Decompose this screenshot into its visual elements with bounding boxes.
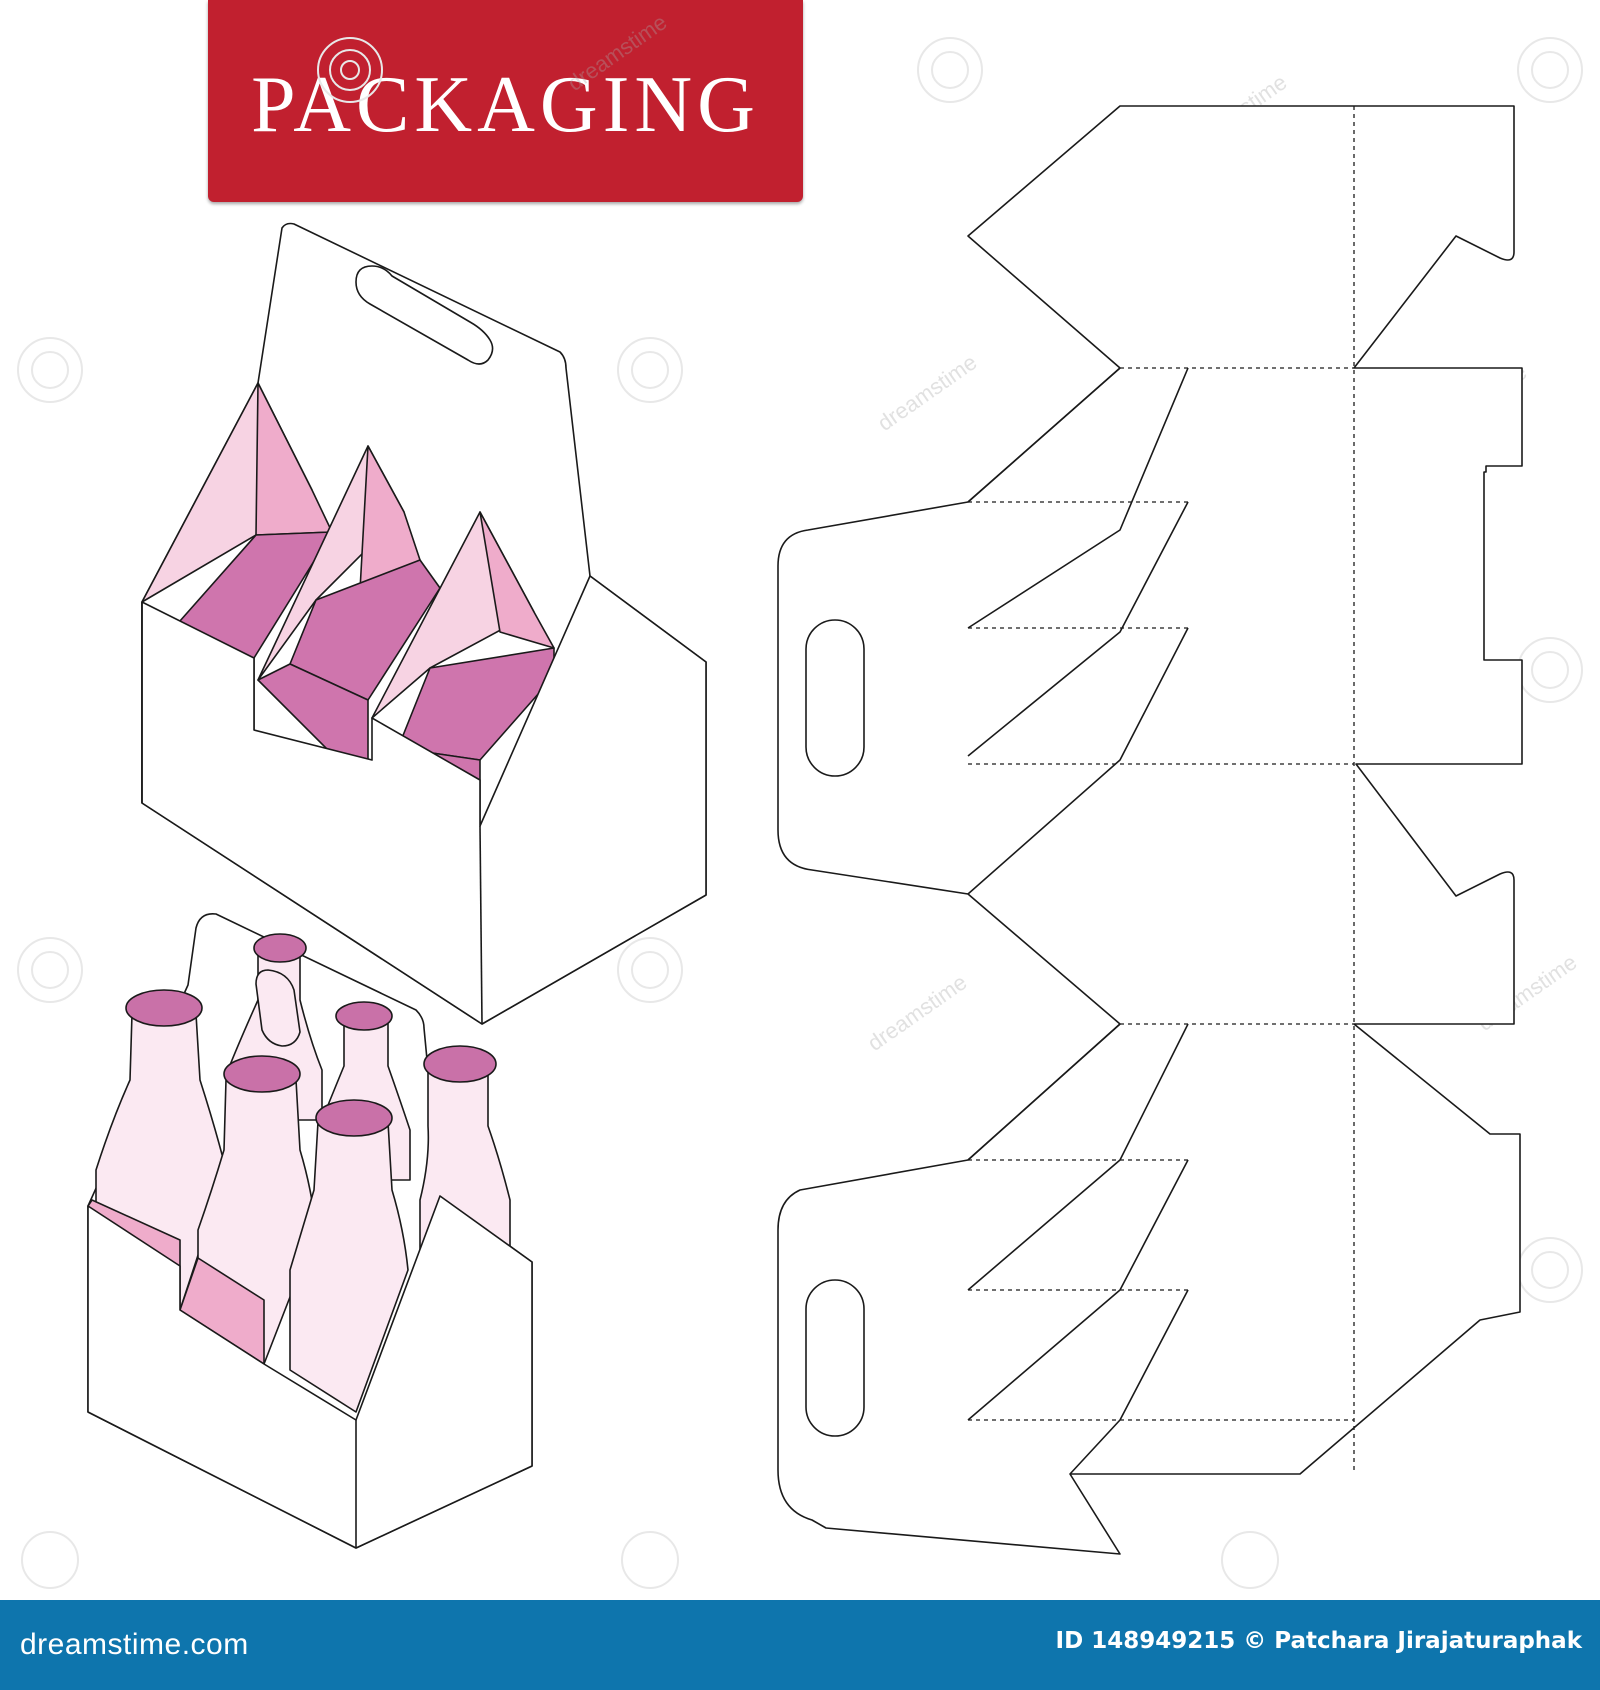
footer-credit: ID 148949215 © Patchara Jirajaturaphak [1056, 1628, 1582, 1654]
packaging-illustration [17, 37, 1583, 1589]
title-banner: PACKAGING [208, 0, 803, 202]
bottle-carrier-with-bottles-icon [87, 912, 533, 1549]
banner-title: PACKAGING [251, 61, 760, 149]
image-id: 148949215 [1091, 1628, 1236, 1654]
footer-bar: dreamstime.com ID 148949215 © Patchara J… [0, 1600, 1600, 1690]
footer-logo[interactable]: dreamstime.com [20, 1628, 249, 1661]
dieline-template-icon [777, 105, 1523, 1555]
author-credit: © Patchara Jirajaturaphak [1243, 1628, 1582, 1654]
image-id-prefix: ID [1055, 1628, 1084, 1654]
bottle-carrier-empty-icon [141, 222, 707, 1025]
